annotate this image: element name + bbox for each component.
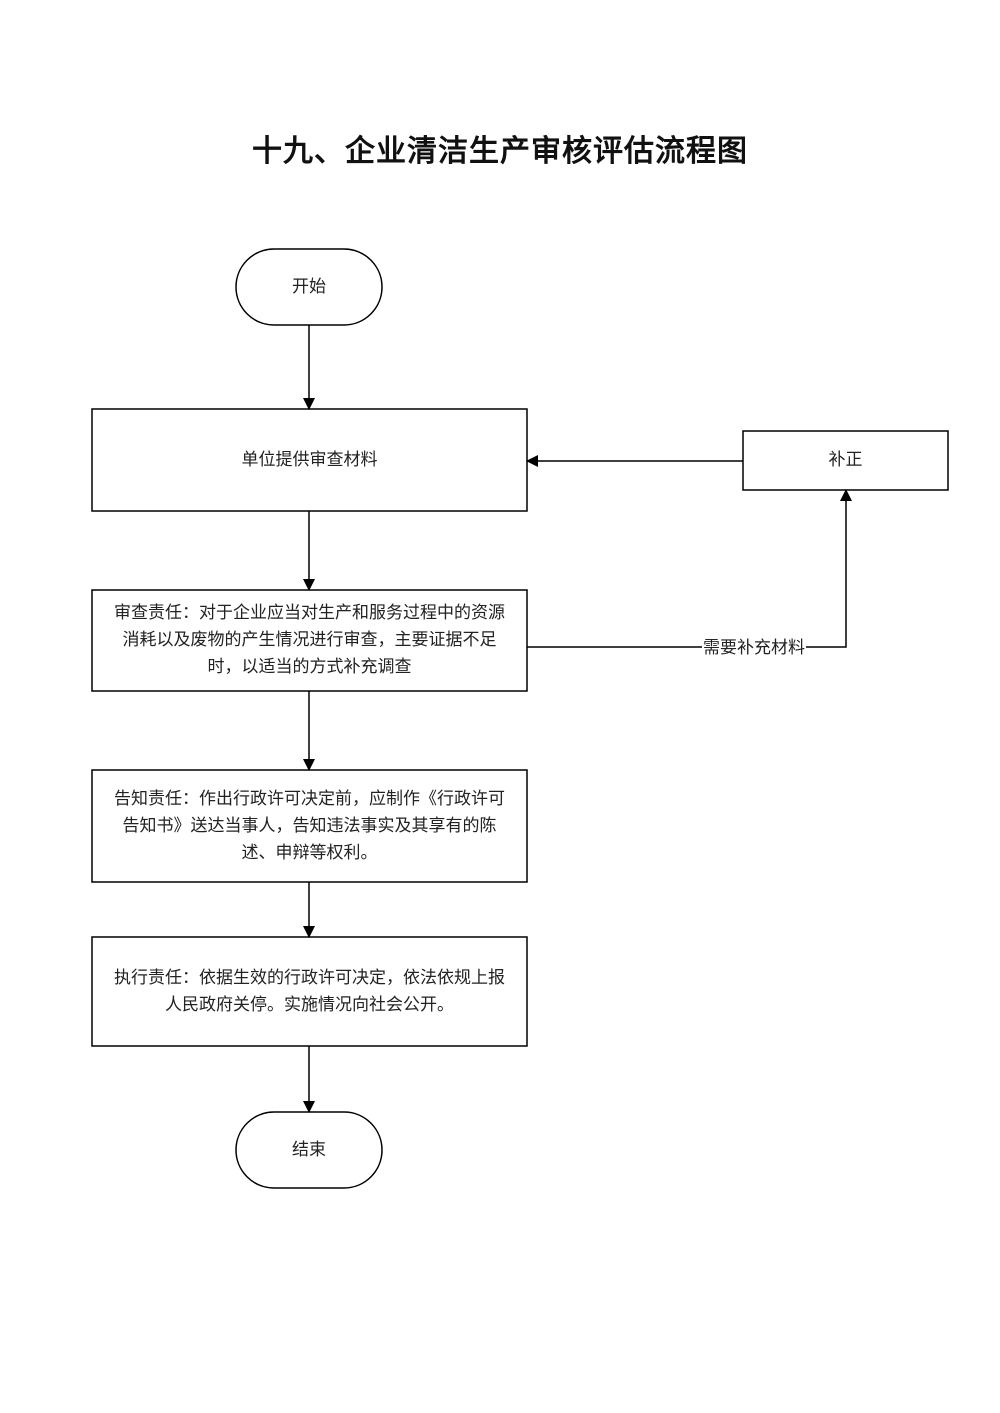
execute-label: 执行责任：依据生效的行政许可决定，依法依规上报人民政府关停。实施情况向社会公开。	[114, 967, 505, 1015]
end-label: 结束	[292, 1139, 326, 1160]
execute-box	[91, 936, 528, 1047]
edge-label-need-supplement: 需要补充材料	[702, 637, 806, 659]
edge-review-to-supplement	[527, 489, 852, 648]
start-label: 开始	[292, 276, 326, 297]
supplement-label: 补正	[828, 450, 863, 470]
submit-label: 单位提供审查材料	[241, 449, 378, 470]
notify-label: 告知责任：作出行政许可决定前，应制作《行政许可告知书》送达当事人，告知违法事实及…	[114, 788, 505, 863]
review-label: 审查责任：对于企业应当对生产和服务过程中的资源消耗以及废物的产生情况进行审查，主…	[114, 603, 505, 677]
page-title: 十九、企业清洁生产审核评估流程图	[252, 134, 748, 169]
review-box	[91, 589, 528, 692]
